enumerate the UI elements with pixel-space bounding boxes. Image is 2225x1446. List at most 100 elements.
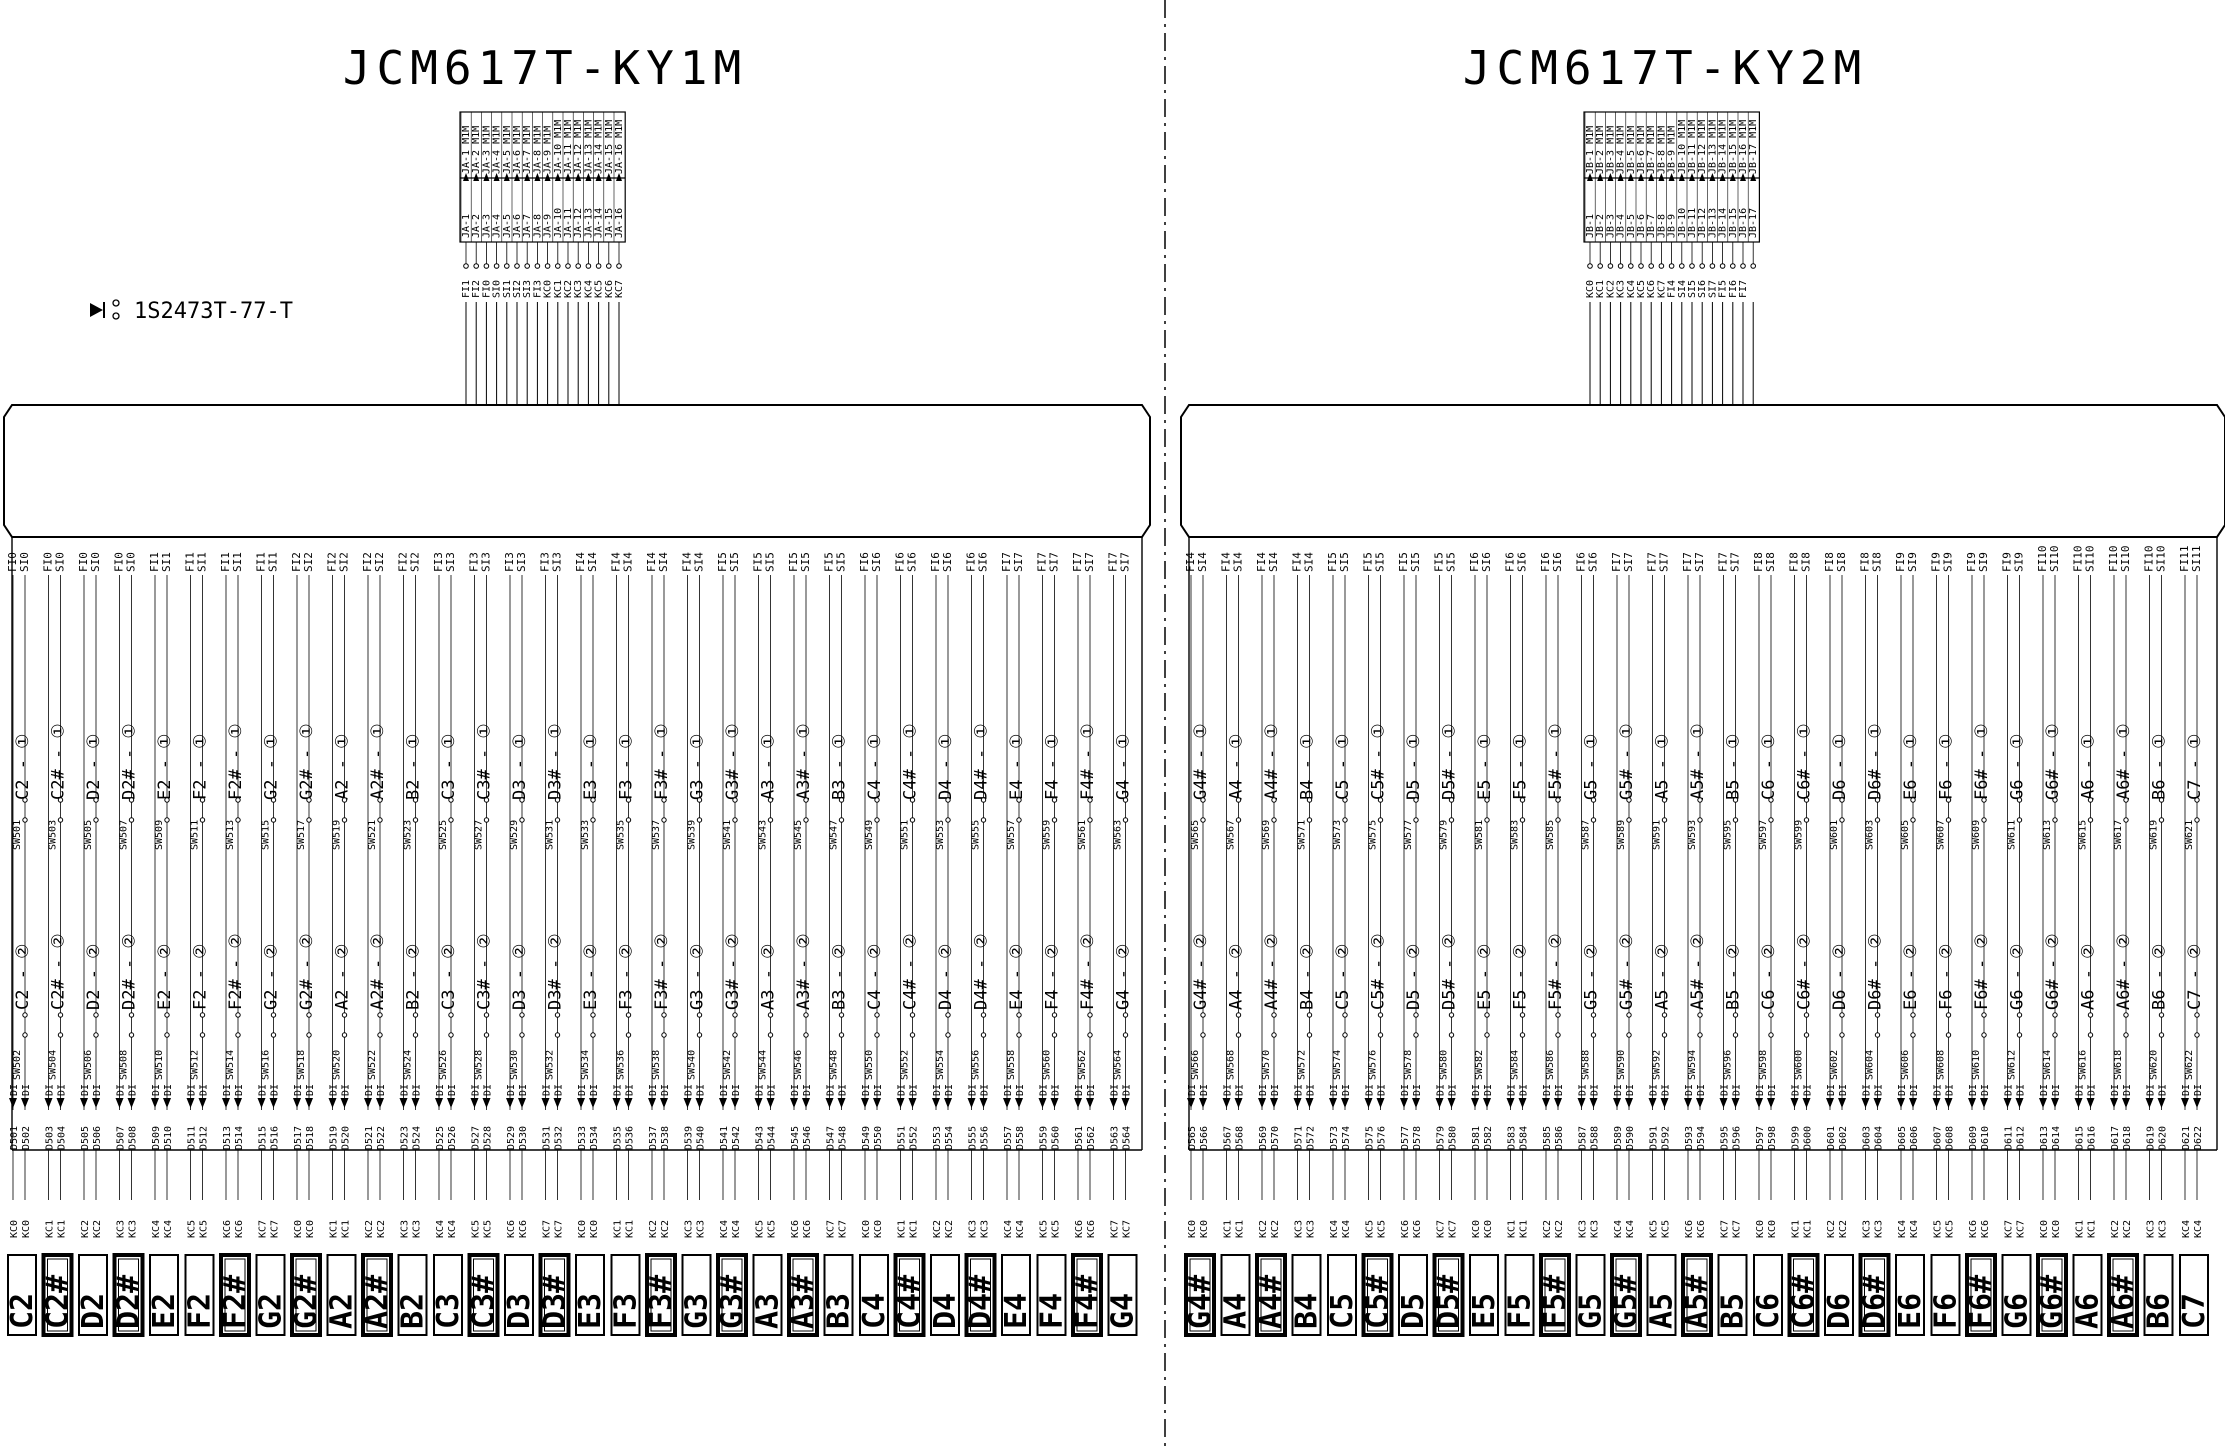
bus-signal-label: FI0 [42,552,55,572]
switch-key-note: C6# - ① [1795,723,1815,800]
diode-icon [198,1098,207,1108]
svg-text:DI: DI [1436,1084,1447,1096]
switch-key-note: B5 - ① [1724,734,1744,800]
connector-signal-label: SI5 [1687,280,1698,298]
bus-signal-label: FI6 [1539,552,1552,572]
bus-signal-label: SI6 [1551,552,1564,572]
diode-label: D554 [944,1126,955,1150]
key-name: D3 [502,1293,537,1329]
switch-label: SW575 [1368,820,1379,850]
diode-label: D562 [1086,1126,1097,1150]
svg-text:DI: DI [1720,1084,1731,1096]
bus-signal-label: SI4 [1196,552,1209,572]
connector-signal-label: KC0 [1585,280,1596,298]
svg-text:DI: DI [719,1084,730,1096]
diode-icon [364,1098,372,1108]
switch-label: SW519 [332,820,343,850]
switch-key-note: D3 - ② [510,944,530,1010]
key-box [1539,1253,1571,1337]
switch-label: SW520 [332,1050,343,1080]
key-box [1220,1254,1251,1336]
svg-text:DI: DI [1519,1084,1530,1096]
key-name: A5# [1680,1275,1715,1329]
key-box [930,1254,960,1336]
diode-label: D514 [234,1126,245,1150]
key-box [1036,1254,1067,1336]
switch-label: SW524 [403,1050,414,1080]
diode-label: D616 [2087,1126,2098,1150]
diode-icon [1719,1098,1728,1108]
kc-label: KC2 [1542,1220,1553,1238]
diode-icon [411,1098,420,1108]
diode-label: D585 [1542,1126,1553,1150]
kc-label: KC1 [45,1220,56,1238]
bus-signal-label: SI5 [1445,552,1458,572]
kc-label: KC2 [364,1220,375,1238]
diode-label: D591 [1649,1126,1660,1150]
key-name: D5 [1396,1293,1431,1329]
switch-label: SW618 [2113,1050,2124,1080]
bus-signal-label: FI6 [929,552,942,572]
bus-signal-label: FI5 [716,552,729,572]
connector-pin-label: JA-5 M1M [502,126,513,174]
diode-icon [1447,1098,1456,1108]
switch-label: SW525 [438,820,449,850]
svg-text:DI: DI [1696,1084,1707,1096]
kc-label: KC3 [116,1220,127,1238]
bus-signal-label: FI9 [1930,552,1943,572]
switch-key-note: D3# - ① [546,723,566,800]
kc-label: KC3 [696,1220,707,1238]
diode-icon [1483,1098,1491,1108]
switch-key-note: A5 - ① [1653,734,1673,800]
switch-label: SW555 [971,820,982,850]
svg-text:DI: DI [1412,1084,1423,1096]
switch-key-note: B6 - ① [2150,734,2170,800]
diode-label: D542 [731,1126,742,1150]
kc-label: KC7 [2004,1220,2015,1238]
bus-signal-label: SI4 [693,552,706,572]
diode-label: D503 [45,1126,56,1150]
bus-signal-label: FI10 [2036,546,2049,573]
svg-text:DI: DI [447,1084,458,1096]
connector-pin-label: JA-16 M1M [614,120,625,174]
switch-label: SW579 [1439,820,1450,850]
svg-text:DI: DI [2158,1084,2169,1096]
bus-signal-label: SI5 [835,552,848,572]
bus-signal-label: FI7 [1610,552,1623,572]
diode-icon [1696,1098,1704,1108]
bus-signal-label: SI3 [515,552,528,572]
diode-icon [482,1098,491,1108]
connector-pin-label: JA-3 M1M [481,126,492,174]
bus-signal-label: SI11 [2190,546,2203,573]
diode-icon [234,1098,242,1108]
connector-pin-label: JA-2 M1M [471,126,482,174]
key-name: E4 [999,1293,1034,1329]
diode-icon [731,1098,739,1108]
connector-signal-label: FI2 [471,280,482,298]
diode-icon [802,1098,810,1108]
connector-pin-label: JA-5 [502,214,513,238]
connector-pin-label: JB-17 [1748,208,1759,238]
switch-key-note: G6# - ② [2043,933,2063,1010]
switch-key-note: G2 - ① [262,734,282,800]
kc-label: KC5 [1377,1220,1388,1238]
connector-signal-label: FI7 [1738,280,1749,298]
diode-label: D536 [625,1126,636,1150]
kc-label: KC4 [731,1220,742,1238]
switch-key-note: E3 - ② [581,944,601,1010]
svg-text:DI: DI [1874,1084,1885,1096]
kc-label: KC6 [518,1220,529,1238]
kc-label: KC4 [1003,1220,1014,1238]
switch-label: SW542 [722,1050,733,1080]
bus-signal-label: SI0 [89,552,102,572]
diode-icon [1305,1098,1314,1108]
diode-icon [1234,1098,1243,1108]
switch-key-note: F4 - ① [1043,734,1063,800]
diode-label: D597 [1755,1126,1766,1150]
diode-label: D511 [187,1126,198,1150]
kc-label: KC6 [1074,1220,1085,1238]
diode-icon [967,1098,976,1108]
diode-icon [1790,1098,1799,1108]
kc-label: KC1 [625,1220,636,1238]
diode-label: D525 [435,1126,446,1150]
